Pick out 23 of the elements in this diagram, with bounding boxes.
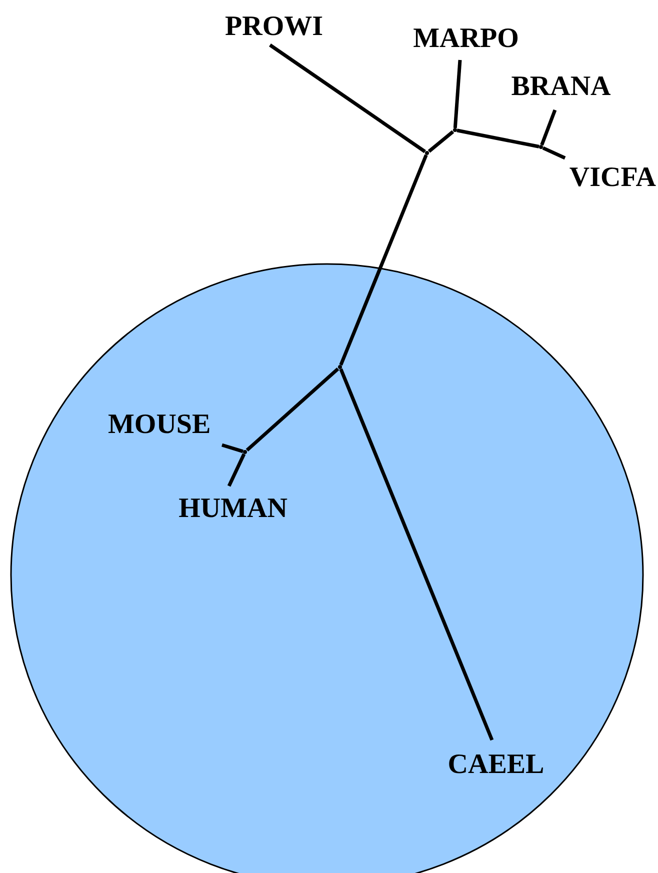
tree-branch xyxy=(428,130,454,153)
tree-branch xyxy=(269,44,426,154)
tree-branch xyxy=(227,453,246,487)
taxon-label: HUMAN xyxy=(178,494,288,524)
tree-branch xyxy=(246,367,340,452)
branch-node xyxy=(243,450,247,454)
tree-branch xyxy=(222,443,244,454)
taxon-label: MOUSE xyxy=(108,410,212,440)
taxon-label: BRANA xyxy=(510,72,612,102)
taxon-label: VICFA xyxy=(568,163,656,193)
branch-node xyxy=(338,365,342,369)
tree-branch xyxy=(453,60,462,128)
tree-branch xyxy=(542,146,566,160)
taxon-label: PROWI xyxy=(224,12,324,42)
branch-node xyxy=(453,128,457,132)
branch-node xyxy=(425,151,429,155)
tree-branch xyxy=(339,368,494,741)
tree-branch xyxy=(339,154,428,366)
tree-branch xyxy=(456,128,540,148)
tree-branch xyxy=(540,109,557,146)
taxon-label: MARPO xyxy=(412,24,520,54)
branch-node xyxy=(539,145,543,149)
taxon-label: CAEEL xyxy=(446,750,546,780)
